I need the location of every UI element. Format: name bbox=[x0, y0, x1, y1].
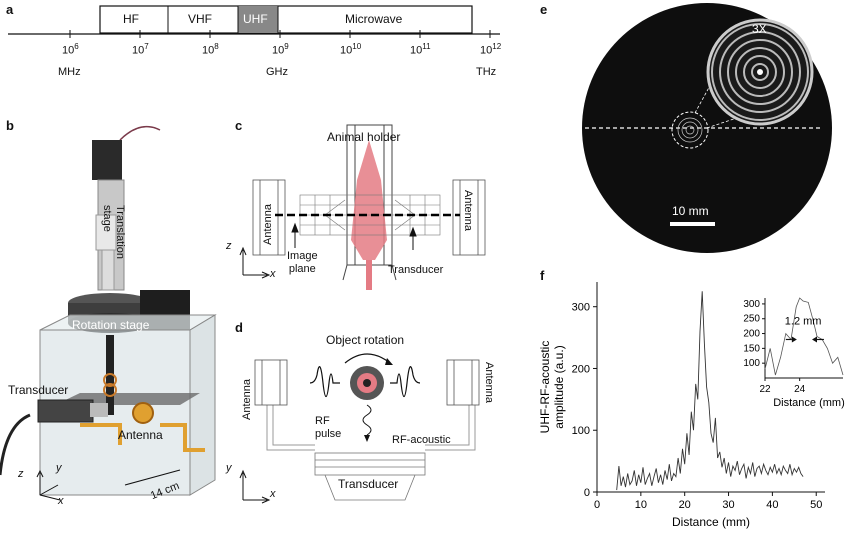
antenna-label: Antenna bbox=[118, 428, 163, 442]
translation-stage-label: Translation stage bbox=[101, 205, 126, 260]
band-microwave: Microwave bbox=[345, 12, 403, 26]
x-tick-label: 30 bbox=[722, 499, 734, 511]
inset-x-tick-label: 24 bbox=[794, 384, 806, 395]
axis-y: y bbox=[226, 462, 232, 474]
axis-y: y bbox=[56, 462, 62, 474]
y-tick-label: 200 bbox=[572, 363, 590, 375]
panel-d-label: d bbox=[235, 320, 243, 335]
unit-ghz: GHz bbox=[266, 66, 288, 78]
y-tick-label: 100 bbox=[572, 425, 590, 437]
x-tick-label: 10 bbox=[635, 499, 647, 511]
tick-label: 109 bbox=[272, 42, 289, 57]
inset-x-tick-label: 22 bbox=[759, 384, 771, 395]
panel-c-label: c bbox=[235, 118, 243, 133]
zoom-label: 3X bbox=[752, 22, 767, 36]
band-vhf: VHF bbox=[188, 12, 212, 26]
x-tick-label: 0 bbox=[594, 499, 600, 511]
animal-holder-label: Animal holder bbox=[327, 130, 401, 144]
frequency-spectrum-diagram bbox=[8, 5, 500, 38]
axis-x: x bbox=[270, 488, 276, 500]
reconstructed-image bbox=[582, 3, 832, 253]
transducer-label: Transducer bbox=[8, 383, 69, 397]
tick-label: 1010 bbox=[340, 42, 362, 57]
tick-label: 106 bbox=[62, 42, 79, 57]
fwhm-arrowhead-right bbox=[812, 336, 817, 343]
object-rotation-label: Object rotation bbox=[326, 333, 405, 347]
antenna-right-label: Antenna bbox=[483, 362, 495, 403]
rotation-stage-label: Rotation stage bbox=[72, 318, 150, 332]
y-tick-label: 300 bbox=[572, 302, 590, 314]
axis-x: x bbox=[58, 495, 64, 507]
band-uhf: UHF bbox=[243, 12, 268, 26]
transducer-label: Transducer bbox=[388, 264, 444, 276]
scale-bar-label: 10 mm bbox=[672, 204, 709, 218]
tick-label: 1012 bbox=[480, 42, 502, 57]
top-view-schematic bbox=[239, 353, 480, 504]
y-tick-label: 0 bbox=[584, 487, 590, 499]
panel-e-label: e bbox=[540, 2, 548, 17]
side-view-schematic bbox=[239, 124, 486, 290]
unit-mhz: MHz bbox=[58, 66, 81, 78]
panel-f-label: f bbox=[540, 268, 545, 283]
inset-y-tick-label: 100 bbox=[743, 358, 760, 369]
inset-series-line bbox=[764, 297, 844, 376]
band-hf: HF bbox=[123, 12, 139, 26]
image-plane-label: Image plane bbox=[287, 250, 318, 275]
antenna-left-label: Antenna bbox=[241, 379, 253, 420]
inset-y-tick-label: 150 bbox=[743, 343, 760, 354]
inset-x-axis-label: Distance (mm) bbox=[773, 397, 845, 409]
x-tick-label: 40 bbox=[766, 499, 778, 511]
tick-label: 108 bbox=[202, 42, 219, 57]
axis-z: z bbox=[226, 240, 232, 252]
antenna-right-label: Antenna bbox=[462, 190, 474, 231]
transducer-label: Transducer bbox=[338, 477, 399, 491]
unit-thz: THz bbox=[476, 66, 497, 78]
y-axis-label: UHF-RF-acoustic bbox=[538, 341, 552, 434]
y-axis-label: amplitude (a.u.) bbox=[552, 345, 566, 428]
tick-label: 1011 bbox=[410, 42, 431, 57]
panel-b-label: b bbox=[6, 118, 14, 133]
x-axis-label: Distance (mm) bbox=[672, 515, 750, 529]
fwhm-annotation: 1.2 mm bbox=[785, 316, 822, 328]
panel-a-label: a bbox=[6, 2, 14, 17]
antenna-left-label: Antenna bbox=[262, 204, 274, 245]
amplitude-series-line bbox=[616, 291, 804, 491]
rf-pulse-label: RF pulse bbox=[315, 415, 342, 440]
inset-y-tick-label: 200 bbox=[743, 329, 760, 340]
imaging-setup-illustration bbox=[0, 125, 217, 501]
inset-y-tick-label: 300 bbox=[743, 299, 760, 310]
axis-z: z bbox=[18, 468, 24, 480]
x-tick-label: 20 bbox=[679, 499, 691, 511]
x-tick-label: 50 bbox=[810, 499, 822, 511]
fwhm-arrowhead-left bbox=[791, 336, 797, 343]
tick-label: 107 bbox=[132, 42, 149, 57]
rf-acoustic-label: RF-acoustic bbox=[392, 434, 451, 446]
axis-x: x bbox=[270, 268, 276, 280]
inset-y-tick-label: 250 bbox=[743, 314, 760, 325]
